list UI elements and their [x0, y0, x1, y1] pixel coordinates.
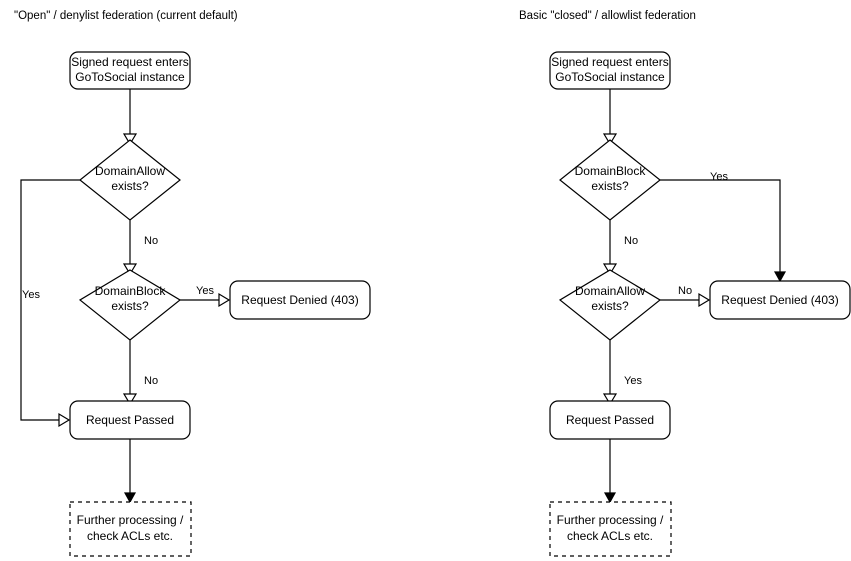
left-edge-label-allow-no: No: [144, 235, 158, 247]
left-edge-allow-yes: [20, 179, 80, 421]
left-start-node-line2: GoToSocial instance: [75, 70, 185, 84]
left-decision-domainallow-line1: DomainAllow: [95, 164, 165, 178]
right-arrowhead-allow-no: [698, 292, 711, 308]
left-diagram-title: "Open" / denylist federation (current de…: [14, 10, 238, 22]
left-start-node-line1: Signed request enters: [71, 55, 188, 69]
right-edge-label-allow-no: No: [678, 285, 692, 297]
right-arrowhead-block: [602, 133, 618, 146]
right-start-node-line2: GoToSocial instance: [555, 70, 665, 84]
right-decision-domainblock-line2: exists?: [591, 179, 629, 193]
left-edge-label-block-no: No: [144, 375, 158, 387]
left-decision-domainblock-line2: exists?: [111, 299, 149, 313]
left-arrowhead-allow: [122, 133, 138, 146]
right-arrowhead-block-no: [602, 263, 618, 276]
right-diagram-title: Basic "closed" / allowlist federation: [519, 10, 696, 22]
right-request-passed-label: Request Passed: [566, 413, 654, 427]
left-arrowhead-block-no: [122, 393, 138, 406]
right-arrowhead-further: [603, 492, 617, 504]
left-further-processing-node: [69, 501, 192, 557]
right-edge-label-allow-yes: Yes: [624, 375, 642, 387]
left-arrowhead-block-yes: [218, 292, 231, 308]
right-start-node-line1: Signed request enters: [551, 55, 668, 69]
right-decision-domainallow-line1: DomainAllow: [575, 284, 645, 298]
left-arrowhead-allow-yes: [58, 412, 71, 428]
right-arrowhead-block-yes: [773, 271, 787, 283]
right-further-processing-node: [549, 501, 672, 557]
right-decision-domainblock-line1: DomainBlock: [575, 164, 647, 178]
left-arrowhead-further: [123, 492, 137, 504]
right-further-processing-line2: check ACLs etc.: [567, 529, 653, 543]
right-edge-block-yes: [660, 179, 781, 274]
left-edge-label-block-yes: Yes: [196, 285, 214, 297]
left-request-passed-label: Request Passed: [86, 413, 174, 427]
left-arrowhead-allow-no: [122, 263, 138, 276]
left-edge-label-allow-yes: Yes: [22, 289, 40, 301]
left-further-processing-line1: Further processing /: [77, 513, 184, 527]
left-decision-domainblock-line1: DomainBlock: [95, 284, 167, 298]
right-request-denied-node: [709, 280, 851, 320]
left-decision-domainallow-line2: exists?: [111, 179, 149, 193]
right-decision-domainallow-line2: exists?: [591, 299, 629, 313]
right-arrowhead-allow-yes: [602, 393, 618, 406]
left-request-denied-node: [229, 280, 371, 320]
left-further-processing-line2: check ACLs etc.: [87, 529, 173, 543]
right-edge-label-block-no: No: [624, 235, 638, 247]
right-edge-label-block-yes: Yes: [710, 171, 728, 183]
right-further-processing-line1: Further processing /: [557, 513, 664, 527]
left-request-denied-label: Request Denied (403): [241, 293, 358, 307]
right-request-denied-label: Request Denied (403): [721, 293, 838, 307]
